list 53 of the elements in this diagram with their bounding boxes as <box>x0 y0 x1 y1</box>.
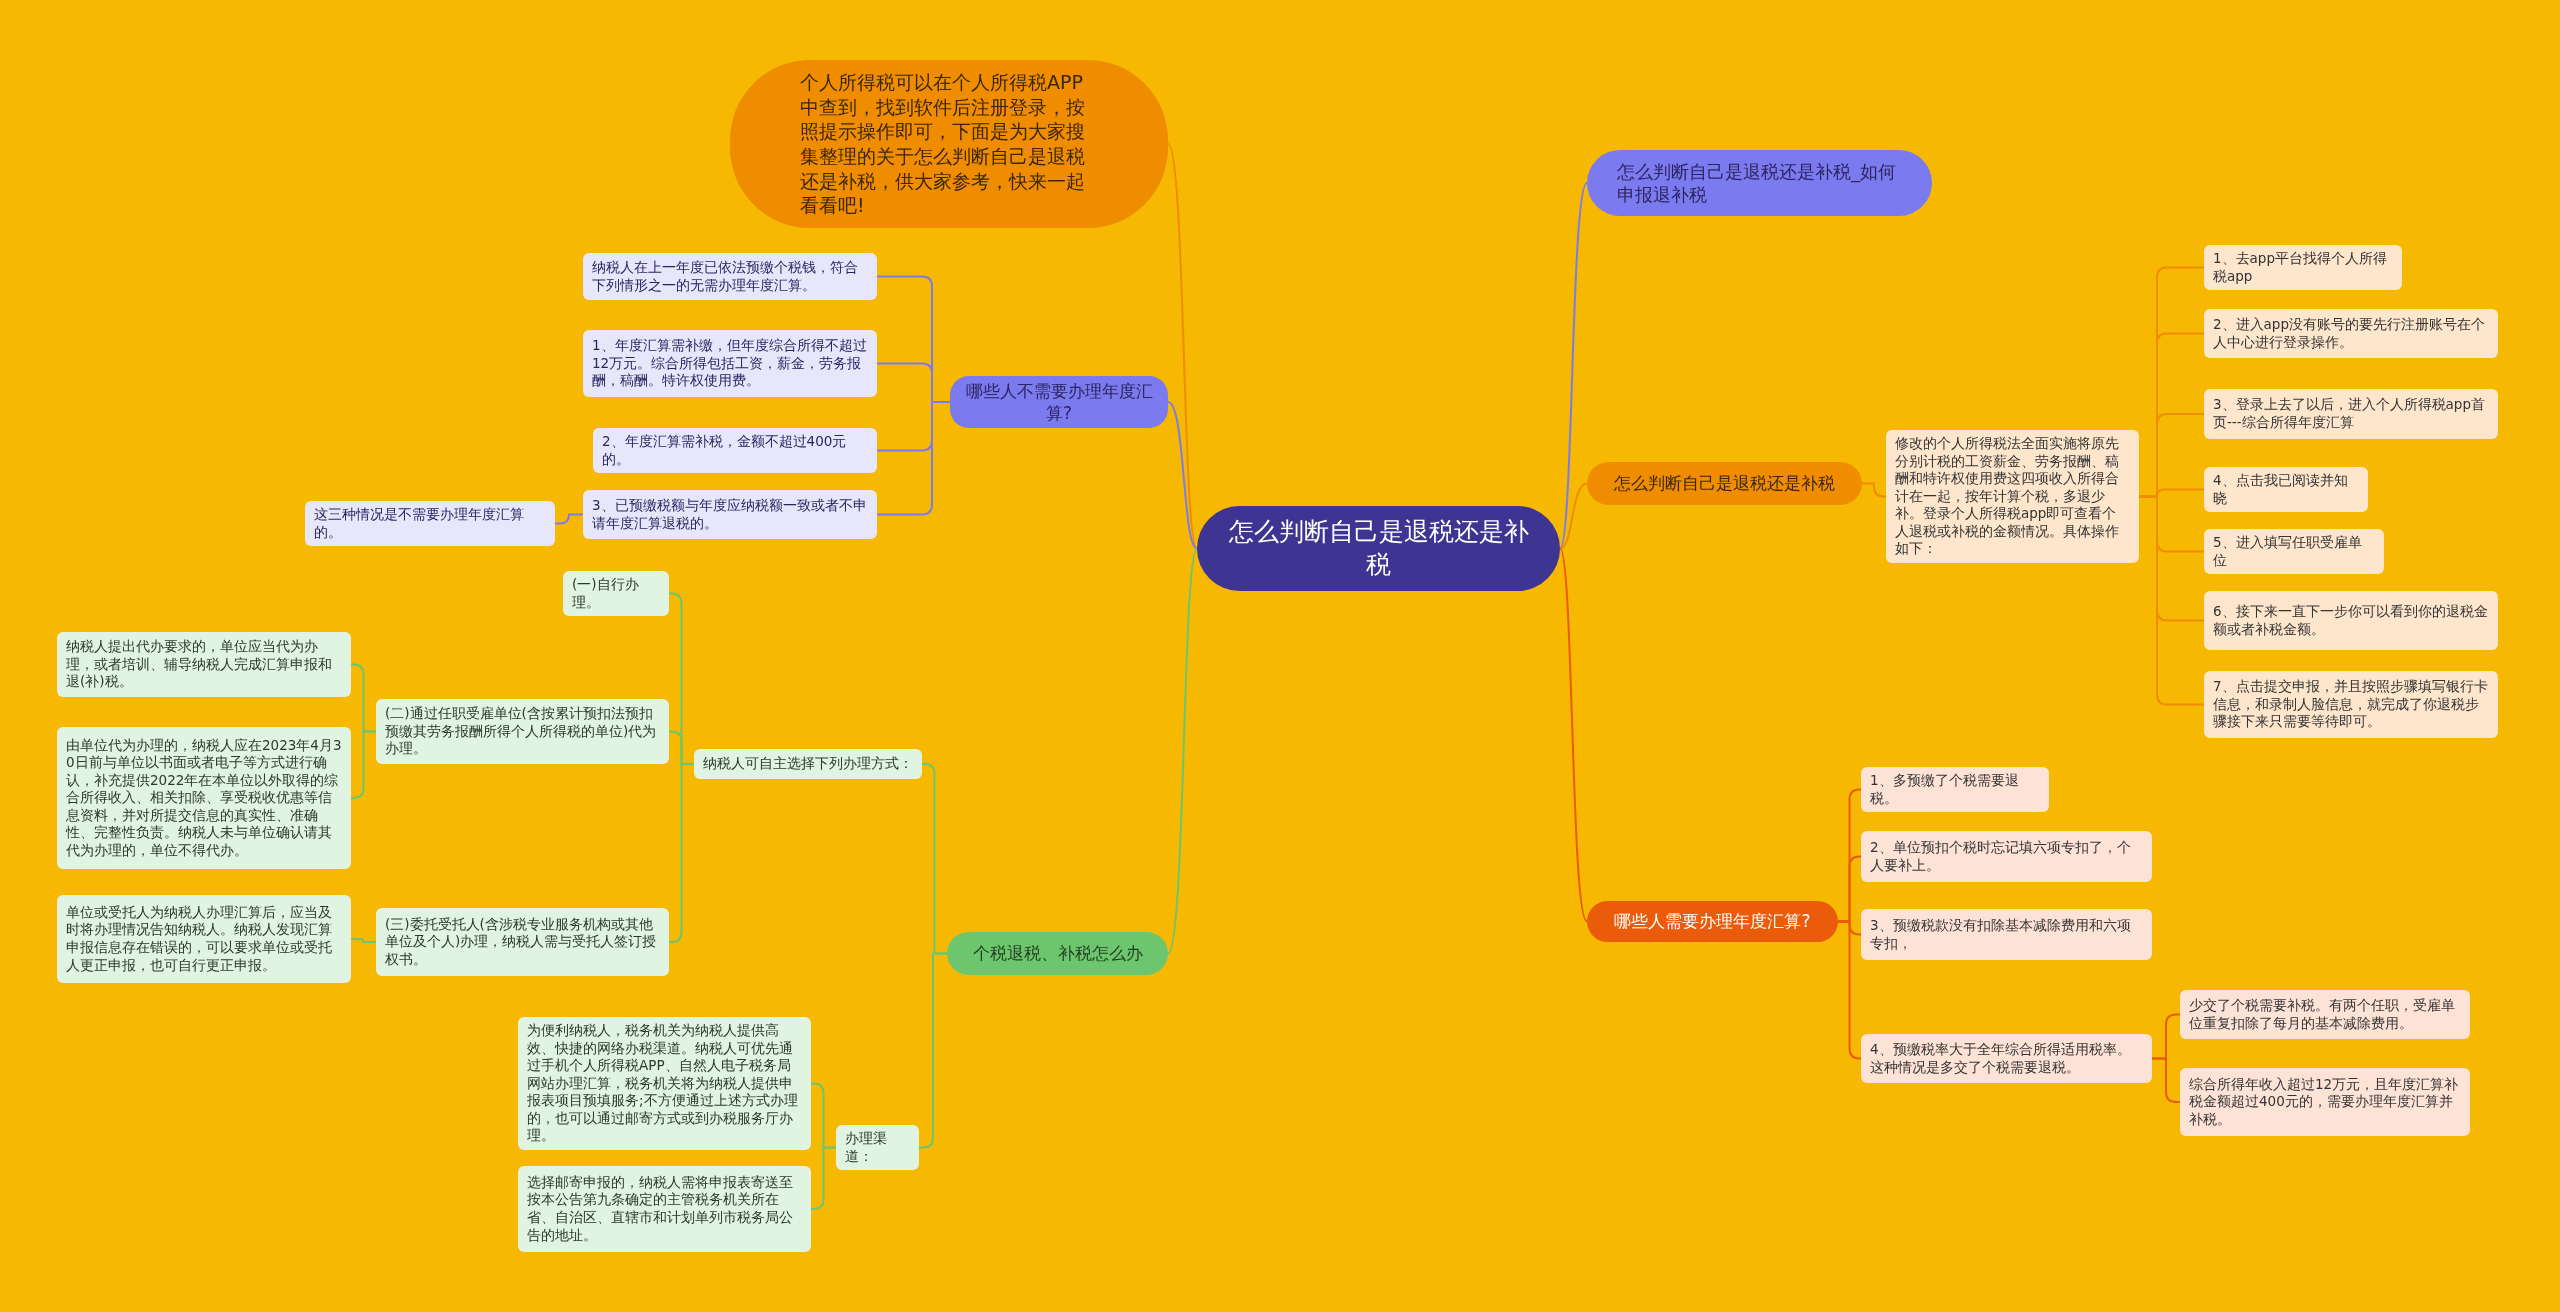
intro-bubble: 个人所得税可以在个人所得税APP中查到，找到软件后注册登录，按照提示操作即可，下面是为大家搜集整理的关于怎么判断自己是退税还是补税，供大家参考，快来一起看看吧! <box>730 60 1168 229</box>
note-box: 3、登录上去了以后，进入个人所得税app首页---综合所得年度汇算 <box>2204 389 2498 439</box>
note-box: 1、多预缴了个税需要退税。 <box>1861 767 2049 813</box>
note-box: 4、预缴税率大于全年综合所得适用税率。这种情况是多交了个税需要退税。 <box>1861 1034 2152 1083</box>
connector-line <box>350 938 377 943</box>
note-box: 少交了个税需要补税。有两个任职，受雇单位重复扣除了每月的基本减除费用。 <box>2180 990 2470 1039</box>
connector-line <box>1861 482 1887 498</box>
connector-line <box>1559 482 1588 550</box>
note-box: 1、去app平台找得个人所得税app <box>2204 245 2402 291</box>
note-box: 选择邮寄申报的，纳税人需将申报表寄送至按本公告第九条确定的主管税务机关所在省、自治区、直辖市和计划单列市税务局公告的地址。 <box>518 1166 811 1252</box>
branch-topic: 怎么判断自己是退税还是补税 <box>1587 462 1862 505</box>
note-box: (二)通过任职受雇单位(含按累计预扣法预扣预缴其劳务报酬所得个人所得税的单位)代为办理。 <box>376 699 669 764</box>
branch-topic: 怎么判断自己是退税还是补税_如何申报退补税 <box>1587 150 1932 216</box>
note-box: 5、进入填写任职受雇单位 <box>2204 529 2384 575</box>
note-box: (三)委托受托人(含涉税专业服务机构或其他单位及个人)办理，纳税人需与受托人签订授权书。 <box>376 908 669 976</box>
note-box: 办理渠道： <box>836 1125 919 1171</box>
branch-topic: 哪些人不需要办理年度汇算? <box>950 376 1168 429</box>
note-box: 纳税人提出代办要求的，单位应当代为办理，或者培训、辅导纳税人完成汇算申报和退(补)税。 <box>57 632 351 697</box>
connector-line <box>668 763 695 943</box>
connector-line <box>350 730 377 799</box>
note-box: 这三种情况是不需要办理年度汇算的。 <box>305 501 555 547</box>
note-box: 3、已预缴税额与年度应纳税额一致或者不申请年度汇算退税的。 <box>583 490 877 539</box>
note-box: 由单位代为办理的，纳税人应在2023年4月30日前与单位以书面或者电子等方式进行确认，补充提供2022年在本单位以外取得的综合所得收入、相关扣除、享受税收优惠等信息资料，并对所提交信息的真实性、准确性、完整性负责。纳税人未与单位确认请其代为办理的，单位不得代办。 <box>57 727 351 869</box>
central-topic: 怎么判断自己是退税还是补税 <box>1197 506 1560 591</box>
connector-line <box>1837 920 1862 1060</box>
note-box: 为便利纳税人，税务机关为纳税人提供高效、快捷的网络办税渠道。纳税人可优先通过手机个人所得税APP、自然人电子税务局网站办理汇算，税务机关将为纳税人提供申报表项目预填服务;不方便通过上述方式办理的，也可以通过邮寄方式或到办税服务厅办理。 <box>518 1017 811 1150</box>
note-box: 纳税人在上一年度已依法预缴个税钱，符合下列情形之一的无需办理年度汇算。 <box>583 253 877 300</box>
connector-line <box>1167 401 1198 550</box>
connector-line <box>1559 547 1588 923</box>
connector-line <box>1559 182 1588 550</box>
note-box: 1、年度汇算需补缴，但年度综合所得不超过12万元。综合所得包括工资，薪金，劳务报酬，稿酬。特许权使用费。 <box>583 330 877 397</box>
note-box: 纳税人可自主选择下列办理方式： <box>694 749 922 779</box>
note-box: 2、进入app没有账号的要先行注册账号在个人中心进行登录操作。 <box>2204 309 2498 358</box>
connector-line <box>2151 1057 2181 1103</box>
note-box: 综合所得年收入超过12万元，且年度汇算补税金额超过400元的，需要办理年度汇算并补税。 <box>2180 1068 2470 1136</box>
note-box: 7、点击提交申报，并且按照步骤填写银行卡信息，和录制人脸信息，就完成了你退税步骤接下来只需要等待即可。 <box>2204 671 2498 738</box>
branch-topic: 哪些人需要办理年度汇算? <box>1587 901 1838 942</box>
connector-line <box>1167 143 1198 550</box>
note-box: 4、点击我已阅读并知晓 <box>2204 467 2368 513</box>
note-box: 2、单位预扣个税时忘记填六项专扣了，个人要补上。 <box>1861 831 2152 882</box>
note-box: 单位或受托人为纳税人办理汇算后，应当及时将办理情况告知纳税人。纳税人发现汇算申报信息存在错误的，可以要求单位或受托人更正申报，也可自行更正申报。 <box>57 895 351 983</box>
connector-line <box>1167 547 1198 955</box>
note-box: 6、接下来一直下一步你可以看到你的退税金额或者补税金额。 <box>2204 591 2498 650</box>
branch-topic: 个税退税、补税怎么办 <box>947 932 1168 975</box>
connector-line <box>876 401 951 516</box>
note-box: 修改的个人所得税法全面实施将原先分别计税的工资薪金、劳务报酬、稿酬和特许权使用费这四项收入所得合计在一起，按年计算个税，多退少补。登录个人所得税app即可查看个人退税或补税的金额情况。具体操作如下： <box>1886 430 2139 563</box>
connector-line <box>554 513 584 525</box>
connector-line <box>810 1146 837 1210</box>
note-box: 3、预缴税款没有扣除基本减除费用和六项专扣， <box>1861 909 2152 960</box>
note-box: 2、年度汇算需补税，金额不超过400元的。 <box>593 428 877 474</box>
note-box: (一)自行办理。 <box>563 571 669 617</box>
connector-line <box>918 952 948 1149</box>
connector-line <box>2138 495 2205 706</box>
